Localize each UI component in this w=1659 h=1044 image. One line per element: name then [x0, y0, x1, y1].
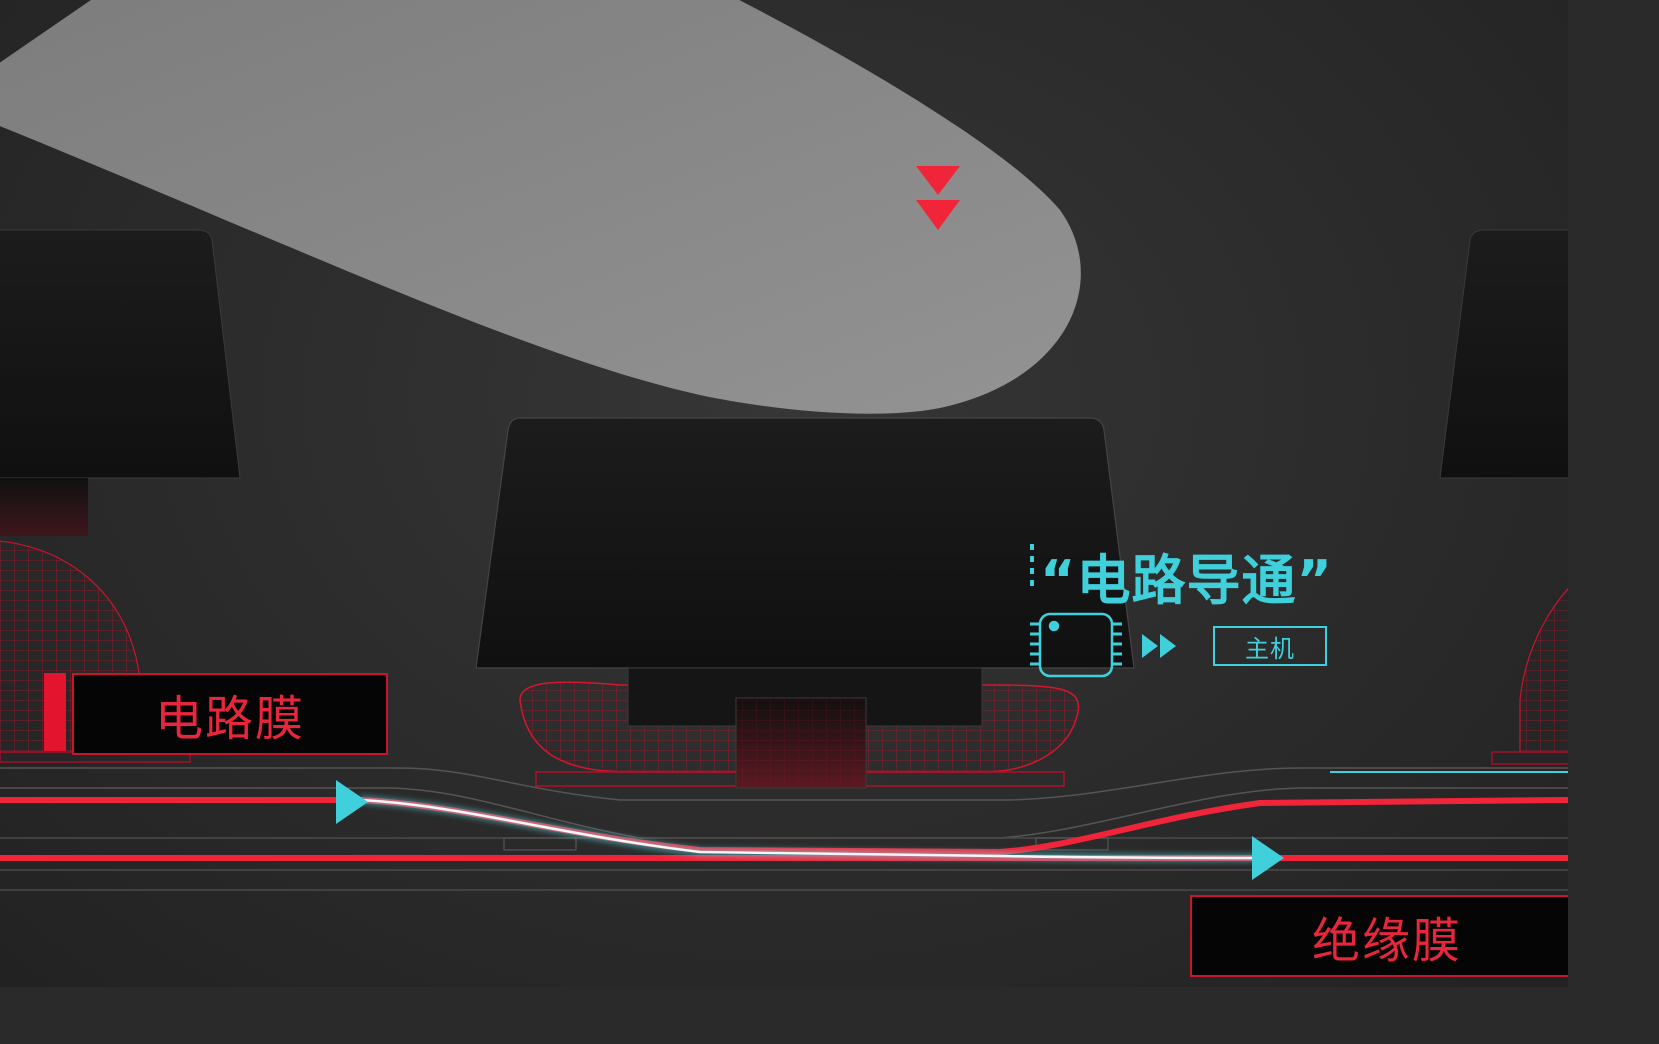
circuit-conduct-title: “电路导通”	[1040, 549, 1333, 612]
right-key	[1439, 229, 1568, 765]
fast-forward-icon	[1142, 634, 1176, 658]
membrane-layers	[0, 767, 1568, 891]
dotted-marker	[1030, 544, 1034, 586]
pressed-key	[475, 417, 1135, 789]
triangle-arrow-icon	[1252, 836, 1284, 880]
chip-icon	[1030, 612, 1122, 678]
triangle-arrow-icon	[336, 780, 368, 824]
double-down-arrow-icon	[916, 166, 960, 230]
circuit-membrane-label: 电路膜	[72, 673, 388, 755]
finger	[0, 0, 1081, 414]
keyboard-membrane-diagram: 电路膜 绝缘膜 “电路导通” 主机	[0, 0, 1568, 987]
upper-circuit-trace	[0, 797, 1568, 856]
host-box: 主机	[1213, 626, 1327, 666]
diagram-canvas	[0, 0, 1568, 891]
insulation-membrane-label: 绝缘膜	[1190, 895, 1568, 977]
circuit-membrane-marker	[44, 673, 66, 751]
